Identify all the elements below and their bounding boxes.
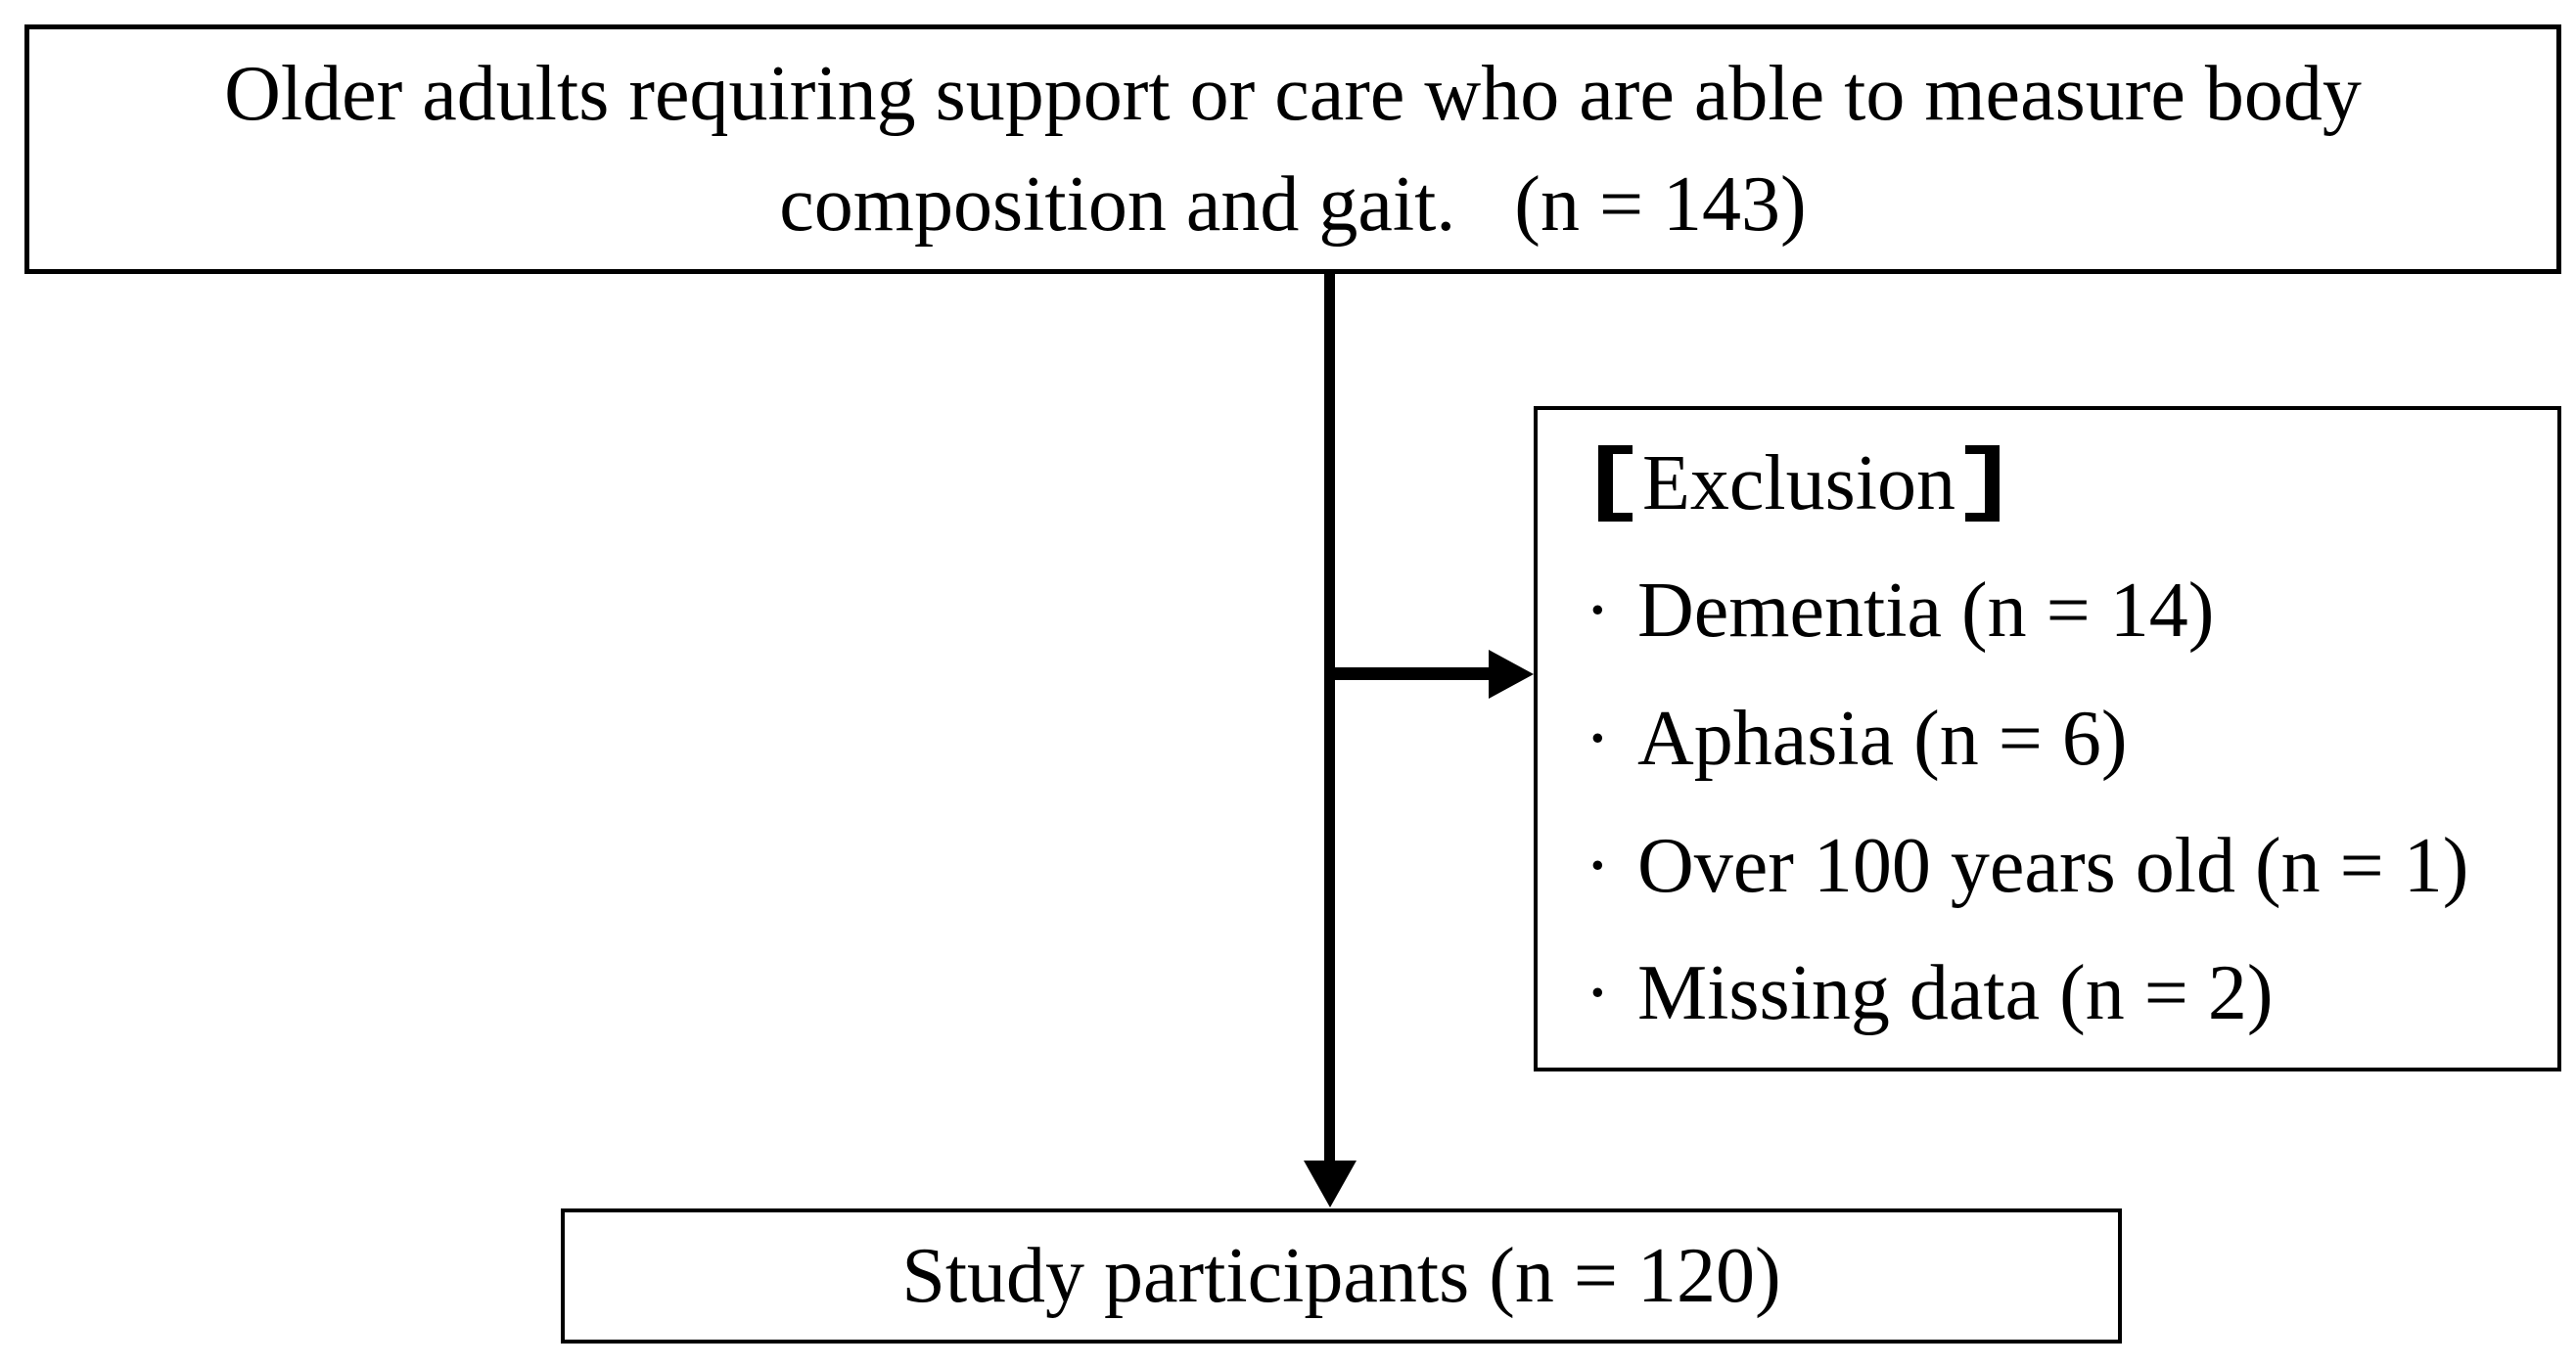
exclusion-item: · Dementia (n = 14) xyxy=(1538,547,2548,674)
exclusion-item: · Aphasia (n = 6) xyxy=(1538,675,2548,802)
exclusion-item-text: Missing data (n = 2) xyxy=(1637,950,2274,1037)
exclusion-item: · Over 100 years old (n = 1) xyxy=(1538,802,2548,930)
connector-horizontal-line xyxy=(1329,667,1492,680)
item-bullet: · xyxy=(1585,822,1611,909)
item-bullet: · xyxy=(1585,950,1611,1037)
exclusion-item: · Missing data (n = 2) xyxy=(1538,931,2548,1058)
exclusion-box: Exclusion · Dementia (n = 14) · Aphasia … xyxy=(1534,406,2561,1071)
enrollment-text-line2: composition and gait. (n = 143) xyxy=(779,160,1807,248)
exclusion-item-text: Aphasia (n = 6) xyxy=(1637,695,2128,782)
right-arrowhead-icon xyxy=(1489,650,1534,699)
exclusion-item-text: Over 100 years old (n = 1) xyxy=(1637,822,2469,909)
item-bullet: · xyxy=(1585,695,1611,782)
exclusion-item-text: Dementia (n = 14) xyxy=(1637,568,2215,655)
connector-vertical-line xyxy=(1324,274,1335,1162)
right-lenticular-bracket-icon xyxy=(1964,445,2000,523)
left-lenticular-bracket-icon xyxy=(1598,445,1633,523)
enrollment-box: Older adults requiring support or care w… xyxy=(24,24,2561,274)
exclusion-title-text: Exclusion xyxy=(1642,439,1955,526)
item-bullet: · xyxy=(1585,568,1611,655)
exclusion-title: Exclusion xyxy=(1538,420,2548,547)
down-arrowhead-icon xyxy=(1304,1161,1357,1208)
enrollment-text-line1: Older adults requiring support or care w… xyxy=(224,50,2362,137)
participants-box: Study participants (n = 120) xyxy=(561,1208,2122,1344)
participants-text: Study participants (n = 120) xyxy=(901,1232,1781,1319)
